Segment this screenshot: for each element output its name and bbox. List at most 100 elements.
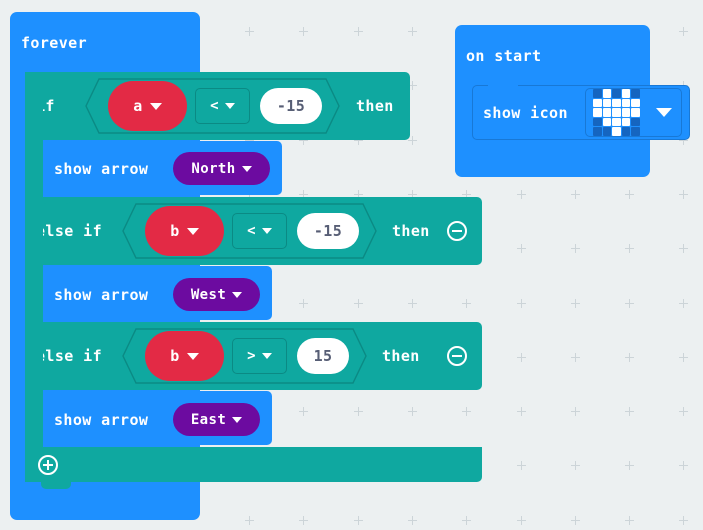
led-off — [631, 89, 640, 98]
plus-icon — [516, 189, 526, 199]
chevron-down-icon — [241, 165, 252, 172]
forever-label: forever — [21, 34, 88, 52]
plus-icon — [299, 27, 309, 36]
led-off — [593, 89, 602, 98]
number-field-3[interactable]: 15 — [297, 338, 349, 374]
show-icon-bottom-notch — [488, 140, 518, 147]
led-on — [621, 98, 631, 108]
plus-icon — [516, 298, 526, 308]
plus-icon — [353, 27, 363, 36]
plus-icon — [462, 407, 472, 417]
led-off — [631, 127, 640, 136]
plus-icon — [625, 515, 635, 525]
variable-b-label-1: b — [170, 221, 180, 240]
forever-top-notch — [26, 12, 56, 19]
on-start-label: on start — [466, 47, 542, 65]
plus-icon — [570, 407, 580, 417]
led-on — [612, 98, 621, 108]
number-field-2[interactable]: -15 — [297, 213, 359, 249]
led-on — [631, 98, 640, 108]
led-on — [593, 108, 602, 117]
number-label-3: 15 — [313, 346, 333, 365]
led-on — [631, 108, 640, 117]
plus-icon — [679, 352, 689, 362]
plus-icon — [353, 298, 363, 308]
then-label-2: then — [392, 222, 430, 240]
number-label-1: -15 — [276, 96, 306, 115]
variable-b-dropdown-1[interactable]: b — [145, 206, 224, 256]
chevron-down-icon — [261, 353, 272, 359]
led-on — [593, 98, 602, 108]
led-off — [593, 117, 602, 127]
plus-icon — [679, 298, 689, 308]
variable-a-label: a — [133, 96, 143, 115]
led-on — [602, 108, 612, 117]
plus-icon — [299, 515, 309, 525]
else-if-2-top-notch — [41, 322, 71, 329]
plus-icon — [570, 298, 580, 308]
plus-icon — [407, 298, 417, 308]
chevron-down-icon — [149, 102, 162, 110]
chevron-down-icon — [232, 291, 243, 298]
plus-icon — [625, 298, 635, 308]
operator-label-1: < — [210, 98, 219, 114]
variable-b-label-2: b — [170, 346, 180, 365]
show-arrow-north-top-notch — [58, 141, 88, 148]
led-off — [631, 117, 640, 127]
then-label-3: then — [382, 347, 420, 365]
if-block-left-spine — [25, 72, 43, 482]
then-label-1: then — [356, 97, 394, 115]
plus-icon — [353, 407, 363, 417]
plus-icon — [625, 189, 635, 199]
variable-a-dropdown[interactable]: a — [108, 81, 187, 131]
else-if-keyword-label-1: else if — [36, 222, 103, 240]
led-on — [602, 117, 612, 127]
plus-icon — [462, 298, 472, 308]
chevron-down-icon — [186, 352, 199, 360]
arrow-direction-dropdown-east[interactable]: East — [173, 403, 260, 436]
plus-icon — [625, 407, 635, 417]
plus-icon — [679, 189, 689, 199]
plus-icon — [407, 27, 417, 36]
show-arrow-label-east: show arrow — [54, 411, 149, 429]
plus-icon — [353, 515, 363, 525]
plus-icon — [407, 407, 417, 417]
chevron-down-icon — [232, 416, 243, 423]
led-matrix-icon — [593, 89, 640, 136]
plus-icon — [516, 244, 526, 254]
plus-icon — [570, 352, 580, 362]
led-on — [612, 108, 621, 117]
operator-dropdown-2[interactable]: < — [232, 213, 287, 249]
plus-icon — [625, 352, 635, 362]
operator-dropdown-3[interactable]: > — [232, 338, 287, 374]
show-arrow-west-top-notch — [58, 266, 88, 273]
arrow-direction-dropdown-west[interactable]: West — [173, 278, 260, 311]
operator-dropdown-1[interactable]: < — [195, 88, 250, 124]
plus-icon — [679, 244, 689, 254]
led-off — [602, 127, 612, 136]
number-field-1[interactable]: -15 — [260, 88, 322, 124]
arrow-direction-dropdown-north[interactable]: North — [173, 152, 270, 185]
plus-icon — [679, 515, 689, 525]
plus-icon-add-branch[interactable] — [38, 455, 58, 475]
plus-icon — [462, 515, 472, 525]
plus-icon — [570, 461, 580, 471]
plus-icon — [625, 244, 635, 254]
plus-icon — [516, 515, 526, 525]
plus-icon — [679, 461, 689, 471]
led-on — [602, 89, 612, 98]
minus-icon-branch-3[interactable] — [447, 346, 467, 366]
plus-icon — [516, 407, 526, 417]
led-on — [621, 117, 631, 127]
operator-label-2: < — [247, 223, 256, 239]
chevron-down-icon-led — [656, 108, 672, 117]
plus-icon — [570, 244, 580, 254]
if-block-foot[interactable] — [25, 447, 482, 482]
led-off — [593, 127, 602, 136]
plus-icon — [570, 189, 580, 199]
show-icon-label: show icon — [483, 104, 568, 122]
plus-icon — [407, 515, 417, 525]
minus-icon-branch-2[interactable] — [447, 221, 467, 241]
variable-b-dropdown-2[interactable]: b — [145, 331, 224, 381]
